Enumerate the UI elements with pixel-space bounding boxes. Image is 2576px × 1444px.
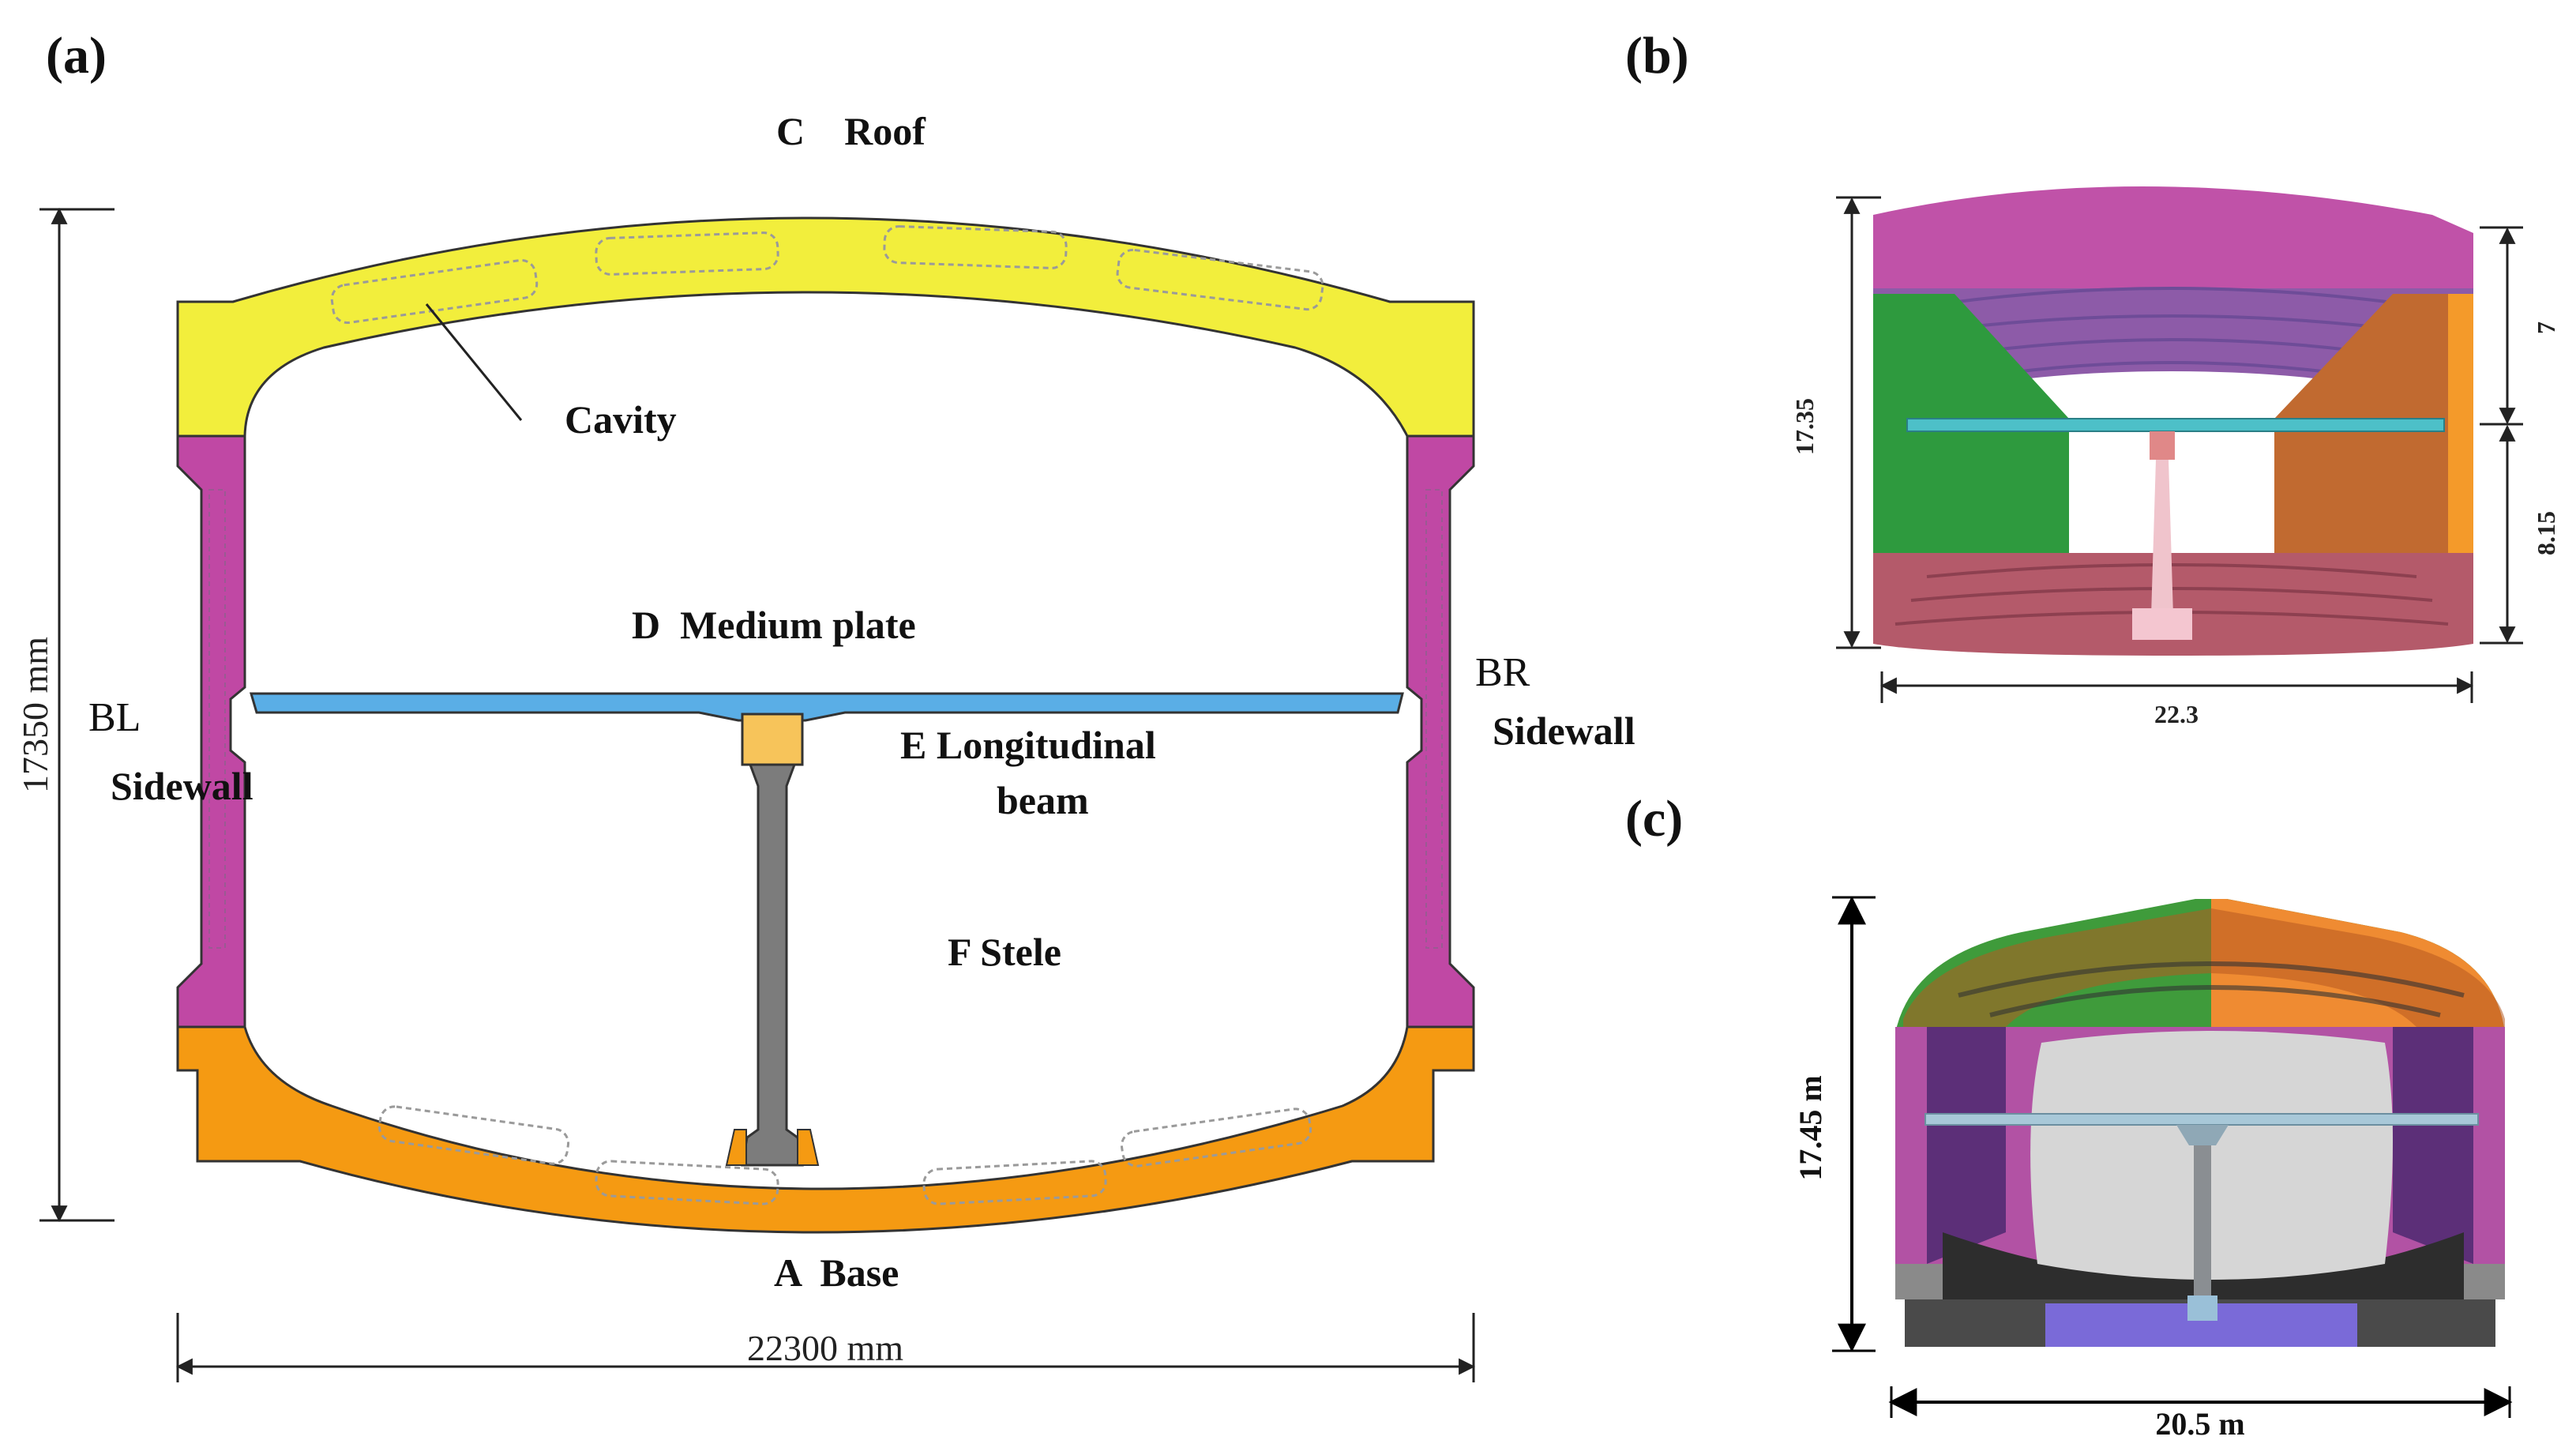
panel-a: (a)	[15, 27, 1635, 1382]
bl-sidewall-label: Sidewall	[111, 764, 253, 808]
br-code-label: BR	[1475, 650, 1530, 695]
br-sidewall-label: Sidewall	[1493, 709, 1635, 753]
c-left-wall-inner	[1927, 1027, 2006, 1264]
b-beam	[2150, 431, 2175, 460]
beam-label-line1: E Longitudinal	[900, 723, 1156, 767]
beam-label-line2: beam	[997, 778, 1089, 822]
c-roof-inner	[1903, 908, 2505, 1027]
cavity-leader-line	[425, 303, 523, 421]
b-base	[1873, 553, 2473, 656]
bl-code-label: BL	[88, 695, 141, 740]
stele-footing	[725, 1129, 820, 1166]
right-sidewall-cavity	[1425, 489, 1443, 949]
panel-c-label: (c)	[1625, 790, 1683, 848]
c-beam	[2176, 1125, 2229, 1145]
c-stele-base	[2187, 1295, 2217, 1321]
b-medium-plate	[1906, 418, 2445, 432]
b-roof-ribs	[1910, 287, 2433, 379]
stele-column	[741, 763, 804, 1167]
c-roof-ribs	[1958, 961, 2465, 1017]
panel-b: (b) 17.35	[1625, 27, 2560, 728]
base-cavities	[377, 1105, 1312, 1205]
medium-plate	[250, 692, 1404, 722]
c-medium-plate	[1924, 1113, 2479, 1126]
b-roof-inner	[1873, 288, 2473, 411]
roof-segment	[176, 216, 1475, 438]
base-label: A Base	[774, 1250, 899, 1295]
b-width-label: 22.3	[2154, 700, 2199, 728]
c-stele	[2194, 1145, 2211, 1303]
b-lower-label: 8.15	[2532, 511, 2560, 555]
c-width-label: 20.5 m	[2155, 1406, 2244, 1442]
c-interior	[2030, 1031, 2393, 1280]
panel-a-label: (a)	[46, 27, 107, 85]
b-stele-base	[2132, 608, 2192, 640]
base-segment	[176, 1025, 1475, 1234]
b-height-label: 17.35	[1790, 398, 1819, 455]
left-sidewall	[176, 434, 246, 1028]
b-opening-lower	[2069, 442, 2274, 529]
width-dimension-label: 22300 mm	[747, 1328, 903, 1368]
b-roof-block	[1873, 186, 2473, 288]
b-stele	[2151, 460, 2173, 616]
panel-c: (c) 17.45 m 20.5 m	[1625, 790, 2513, 1442]
c-base-ribs	[1943, 1232, 2464, 1299]
roof-cavities	[330, 225, 1324, 325]
right-sidewall	[1406, 434, 1475, 1028]
c-base-center	[2045, 1303, 2357, 1347]
height-dimension-label: 17350 mm	[15, 637, 55, 793]
c-height-label: 17.45 m	[1793, 1075, 1828, 1180]
left-sidewall-cavity	[208, 489, 226, 949]
panel-b-label: (b)	[1625, 27, 1689, 85]
cavity-label: Cavity	[565, 397, 677, 442]
stele-label: F Stele	[948, 930, 1061, 974]
medium-plate-label: D Medium plate	[632, 603, 916, 647]
b-upper-label: 7	[2532, 322, 2560, 334]
longitudinal-beam	[741, 713, 804, 766]
c-right-wall-inner	[2393, 1027, 2473, 1264]
roof-label: C Roof	[776, 109, 926, 153]
